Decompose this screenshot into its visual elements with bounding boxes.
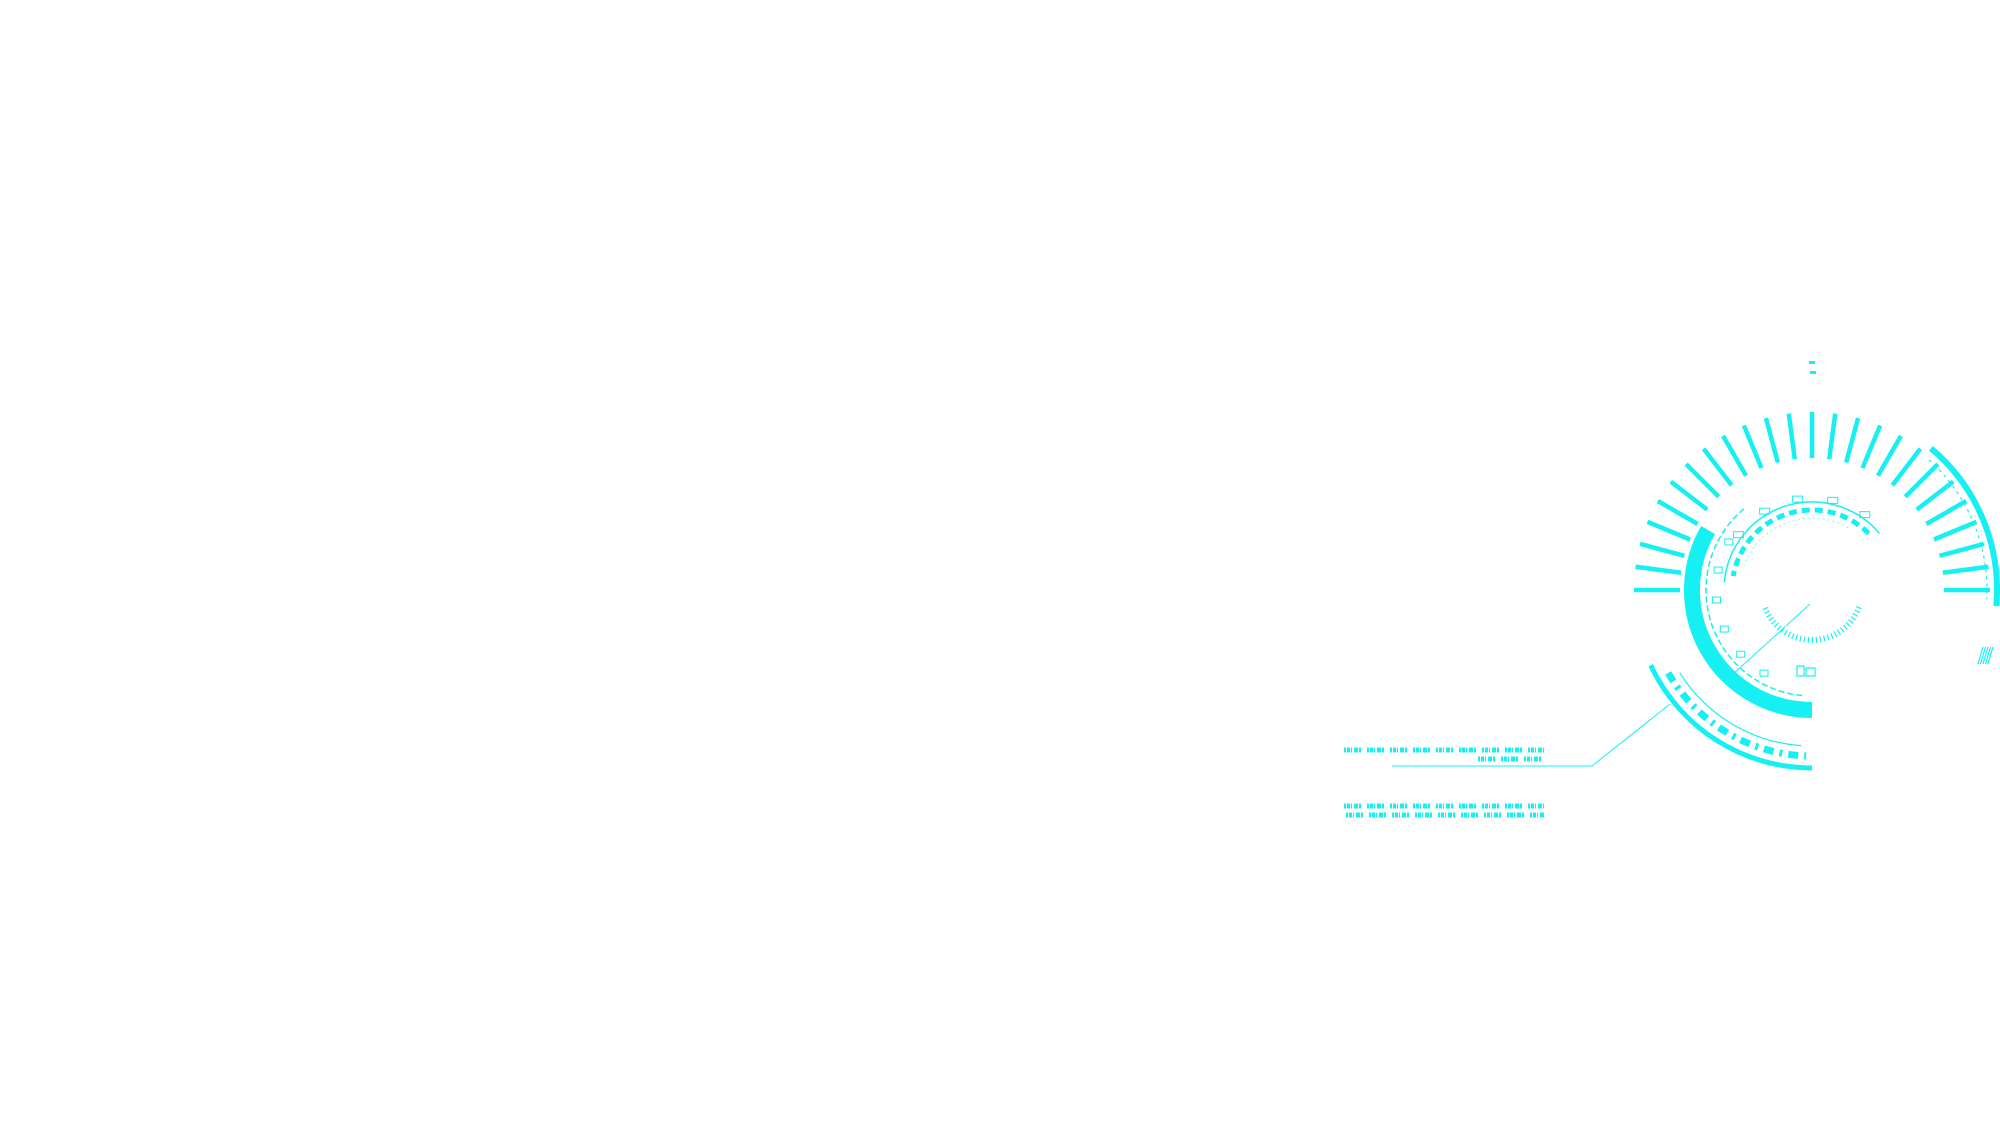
right-hatch-mark (1977, 646, 1984, 665)
inner-arc-upper (1723, 501, 1880, 583)
arc-box-marker (1827, 496, 1839, 504)
callout-leader-line (1392, 703, 1671, 767)
radial-ray (1890, 447, 1923, 487)
center-box-marker (1805, 667, 1816, 677)
arc-box-marker (1759, 669, 1769, 677)
bottom-outer-arc (1648, 664, 1813, 771)
right-hatch-mark (1984, 646, 1992, 665)
right-hatch-mark (1979, 646, 1987, 665)
bottom-outer-arc-segments (1665, 671, 1807, 760)
radial-ray (1876, 434, 1903, 477)
outer-arc-right (1928, 445, 2000, 607)
arc-box-marker (1719, 625, 1729, 633)
bottom-outer-arc-thin (1679, 672, 1802, 747)
top-marker (1810, 371, 1816, 374)
radial-ray (1860, 424, 1883, 469)
radial-ray (1701, 447, 1734, 487)
arc-box-marker (1713, 566, 1723, 574)
main-arc-left (1684, 526, 1813, 718)
callout-group (1344, 703, 1671, 818)
detail-group (1712, 361, 1994, 677)
ring-group (1648, 445, 2000, 771)
arc-box-marker (1736, 650, 1746, 658)
radial-ray (1669, 479, 1709, 512)
right-hatch-mark (1987, 646, 1994, 665)
arc-box-marker (1859, 511, 1871, 519)
radial-ray (1915, 479, 1955, 512)
radial-ray-group (1634, 412, 1990, 593)
arc-box-marker (1733, 531, 1745, 539)
outer-arc-right-dashed (1928, 459, 1988, 600)
radial-ray (1843, 417, 1861, 464)
arc-box-marker (1724, 538, 1734, 546)
radial-ray (1639, 541, 1686, 559)
arc-box-marker (1712, 596, 1722, 604)
radial-ray (1903, 462, 1940, 499)
radial-ray (1942, 564, 1989, 576)
radial-ray (1646, 519, 1691, 542)
radial-ray (1656, 499, 1699, 526)
radial-ray (1684, 462, 1721, 499)
radial-ray (1938, 541, 1985, 559)
radial-ray (1721, 434, 1748, 477)
radial-ray (1635, 564, 1682, 576)
radial-ray (1933, 519, 1978, 542)
center-pointer-line (1731, 603, 1811, 676)
innermost-hatched-ring (1762, 606, 1862, 643)
inner-arc-upper-dotted (1743, 517, 1849, 566)
radial-ray (1826, 413, 1838, 460)
arc-box-marker (1792, 495, 1804, 503)
center-box-marker (1796, 665, 1805, 677)
right-hatch-mark (1982, 646, 1989, 665)
inner-arc-upper-segments (1730, 507, 1871, 577)
radial-ray (1763, 417, 1781, 464)
arc-box-marker (1759, 507, 1771, 515)
radial-ray (1925, 499, 1968, 526)
radial-ray (1786, 413, 1798, 460)
main-arc-inner-dashed (1705, 508, 1803, 697)
radial-ray (1741, 424, 1764, 469)
top-marker (1809, 361, 1815, 364)
